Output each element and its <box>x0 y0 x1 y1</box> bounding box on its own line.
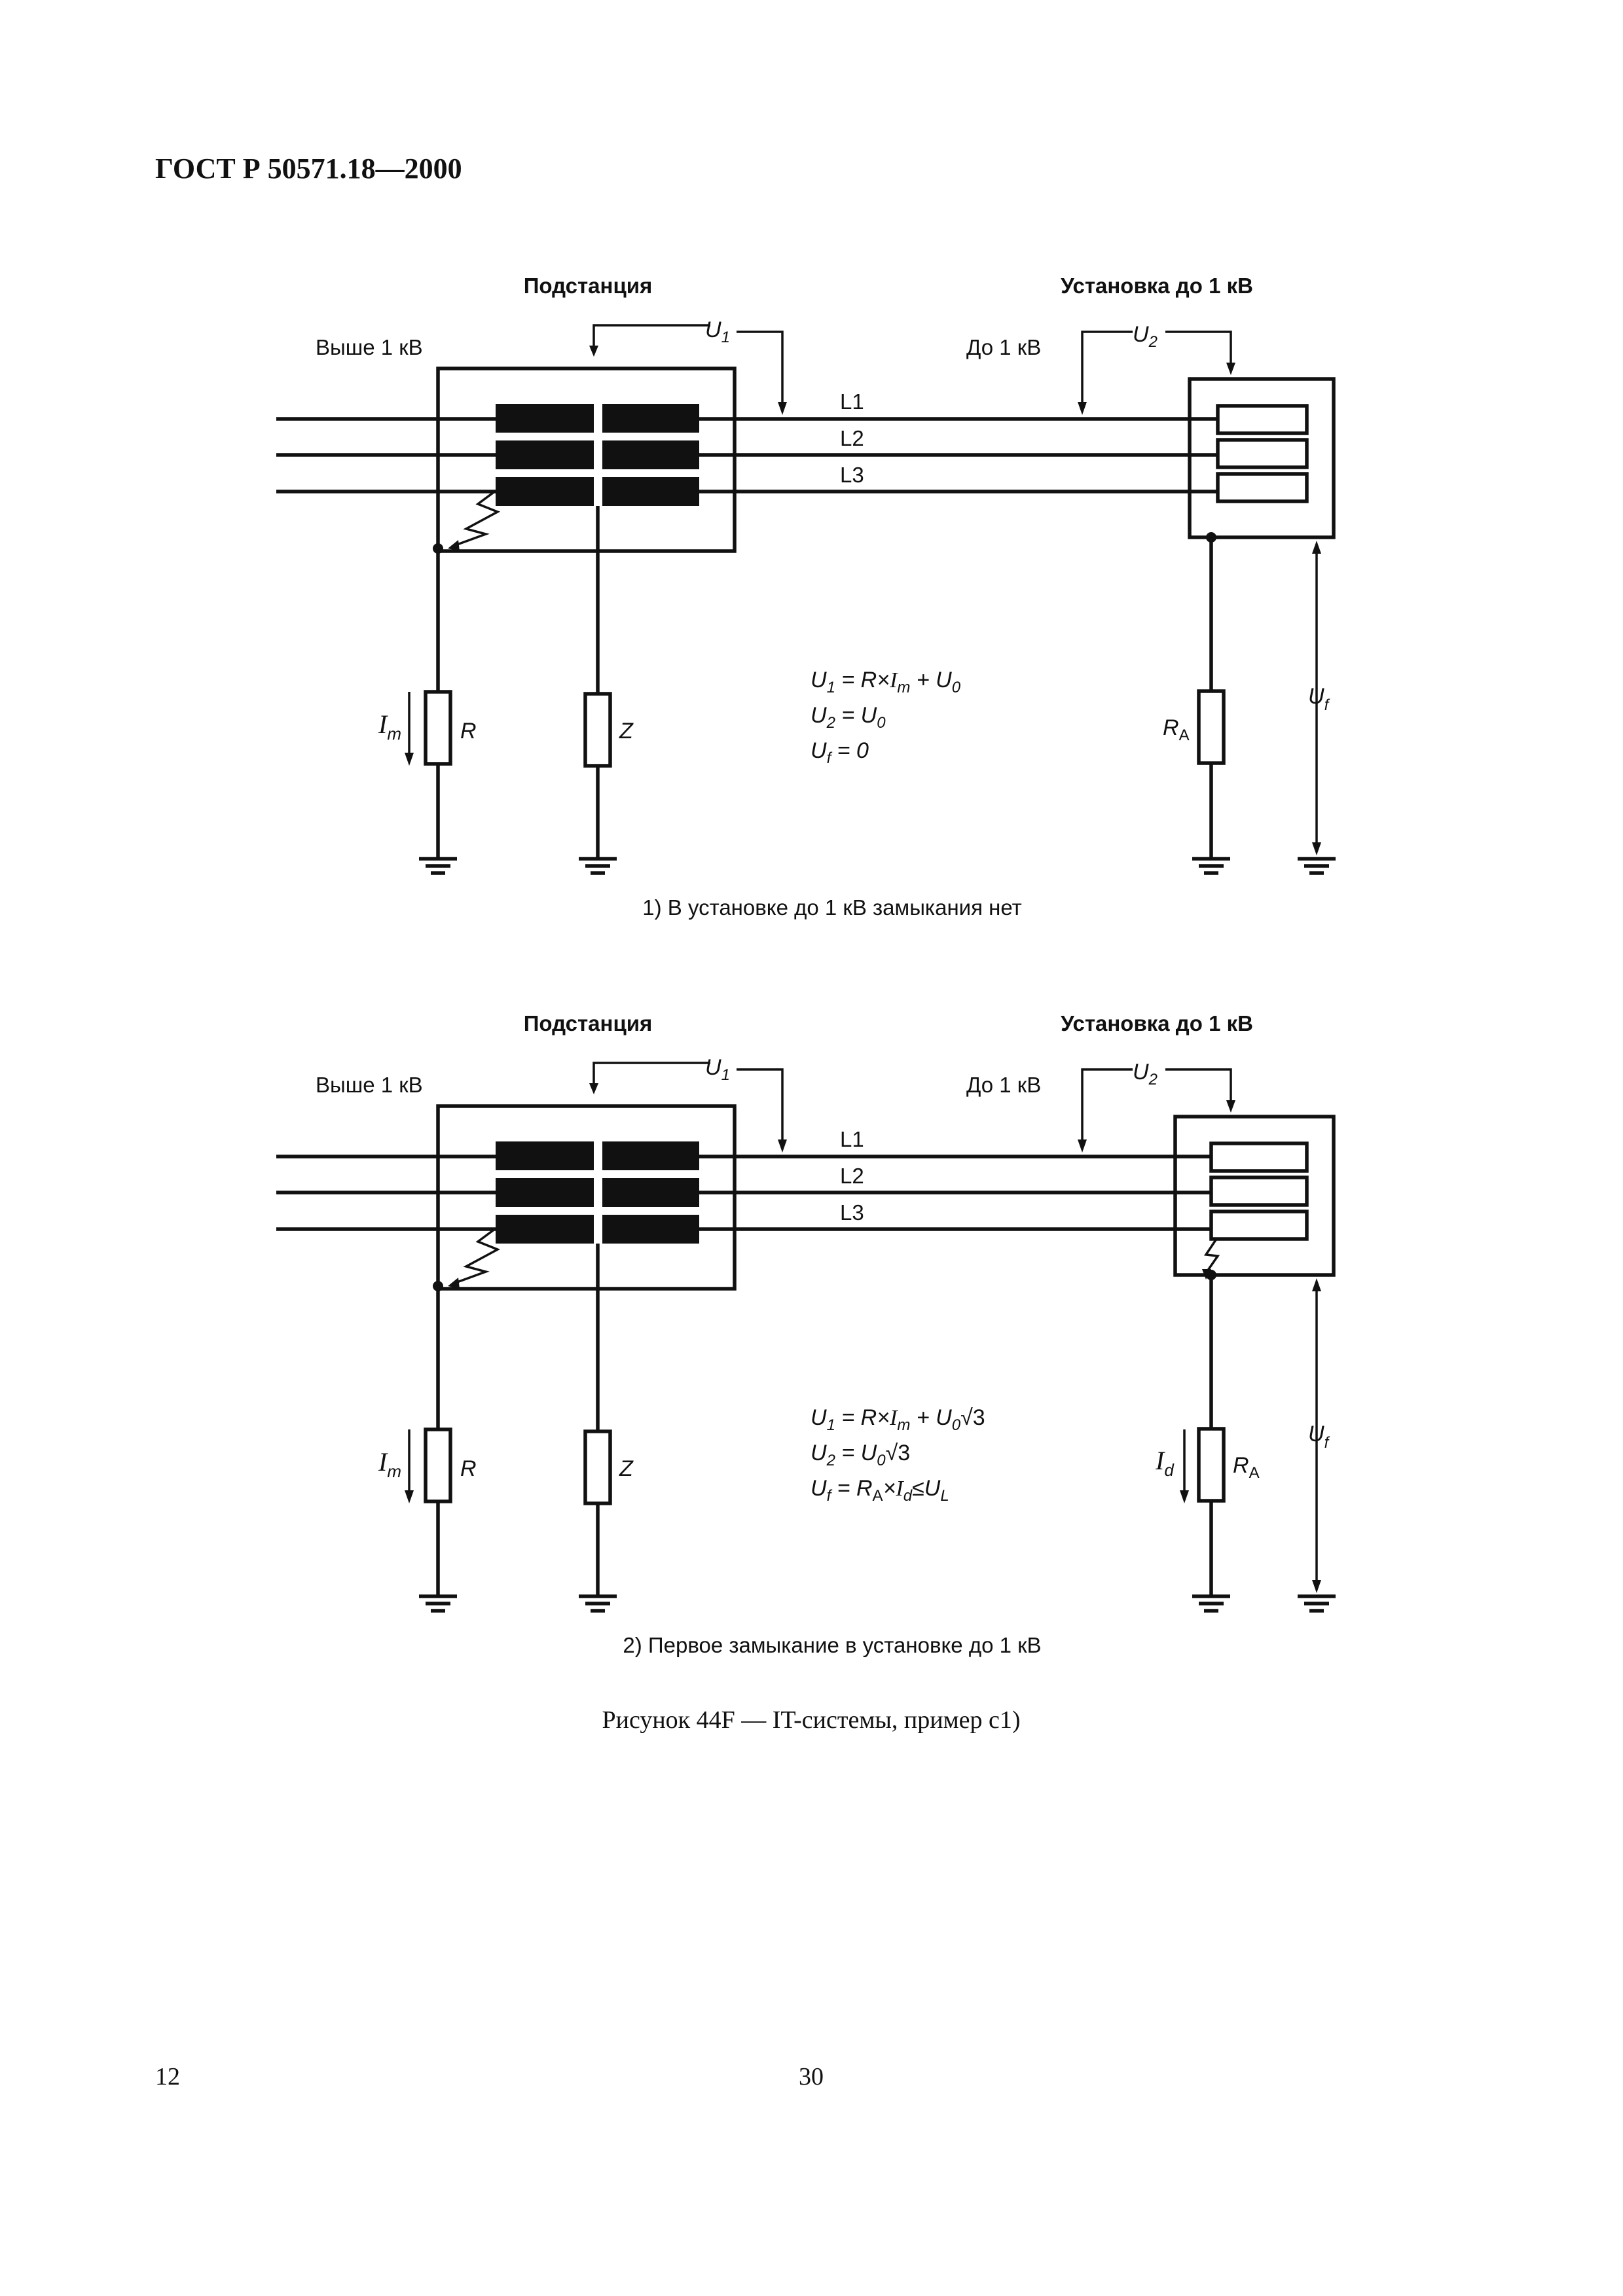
ground-symbol <box>579 1594 617 1613</box>
up-to-1kv-label: До 1 кВ <box>966 335 1041 359</box>
installation-title: Установка до 1 кВ <box>1061 274 1253 298</box>
u1-label: U1 <box>705 317 730 346</box>
im-label: Im <box>378 709 401 744</box>
diagram-2: Подстанция Установка до 1 кВ Выше 1 кВ Д… <box>276 1011 1336 1657</box>
uf-label: Uf <box>1308 684 1330 714</box>
document-header: ГОСТ Р 50571.18—2000 <box>155 152 462 185</box>
z-label: Z <box>619 719 634 744</box>
formula-line: Uf = 0 <box>811 738 869 767</box>
diagram-caption: 2) Первое замыкание в установке до 1 кВ <box>623 1633 1041 1657</box>
u1-measurement <box>589 1062 787 1153</box>
im-label: Im <box>378 1447 401 1481</box>
above-1kv-label: Выше 1 кВ <box>316 1073 423 1097</box>
three-phase-lines <box>276 1155 1211 1231</box>
uf-label: Uf <box>1308 1422 1330 1452</box>
diagram-1: Подстанция Установка до 1 кВ Выше 1 кВ Д… <box>276 274 1336 920</box>
u2-label: U2 <box>1133 1060 1158 1088</box>
load-winding <box>1209 1210 1309 1241</box>
u2-measurement <box>1078 1068 1235 1153</box>
ground-symbol <box>1298 1594 1336 1613</box>
substation-title: Подстанция <box>524 1011 653 1035</box>
ra-label: RA <box>1163 715 1190 744</box>
neutral-impedance-link <box>433 1227 501 1291</box>
u1-measurement <box>589 324 787 415</box>
formula-line: U2 = U0√3 <box>811 1441 910 1469</box>
above-1kv-label: Выше 1 кВ <box>316 335 423 359</box>
line-label-l3: L3 <box>840 1200 864 1225</box>
three-phase-lines <box>276 417 1218 493</box>
formula-block: U1 = R×Im + U0 U2 = U0 Uf = 0 <box>811 668 961 767</box>
u2-label: U2 <box>1133 322 1158 351</box>
ground-symbol <box>1192 1594 1230 1613</box>
transformer-windings <box>496 1141 699 1244</box>
page-number-left: 12 <box>155 2063 180 2090</box>
id-label: Id <box>1155 1446 1175 1480</box>
u2-measurement <box>1078 331 1235 415</box>
line-label-l3: L3 <box>840 463 864 487</box>
formula-block: U1 = R×Im + U0√3 U2 = U0√3 Uf = RA×Id≤UL <box>811 1405 985 1505</box>
figure-caption: Рисунок 44F — IT-системы, пример с1) <box>602 1706 1020 1734</box>
line-label-l2: L2 <box>840 426 864 450</box>
formula-line: U1 = R×Im + U0 <box>811 668 961 696</box>
impedance-z <box>583 1429 612 1505</box>
load-winding <box>1216 472 1309 503</box>
u1-label: U1 <box>705 1055 730 1084</box>
load-winding <box>1216 438 1309 469</box>
resistor-ra <box>1197 689 1226 765</box>
fault-symbol <box>1202 1238 1220 1280</box>
installation-box <box>1188 377 1336 539</box>
load-winding <box>1209 1175 1309 1207</box>
neutral-impedance-link <box>433 490 501 554</box>
z-label: Z <box>619 1456 634 1481</box>
formula-line: U2 = U0 <box>811 703 886 732</box>
line-label-l2: L2 <box>840 1164 864 1188</box>
page-number-center: 30 <box>799 2063 824 2090</box>
ground-symbol <box>1298 857 1336 875</box>
resistor-r <box>424 690 452 766</box>
installation-box <box>1173 1115 1336 1277</box>
ground-symbol <box>1192 857 1230 875</box>
line-label-l1: L1 <box>840 1127 864 1151</box>
ra-label: RA <box>1233 1453 1260 1482</box>
substation-box <box>436 1104 737 1291</box>
substation-title: Подстанция <box>524 274 653 298</box>
ground-symbol <box>579 857 617 875</box>
impedance-z <box>583 692 612 768</box>
resistor-r <box>424 1427 452 1503</box>
installation-title: Установка до 1 кВ <box>1061 1011 1253 1035</box>
ground-symbol <box>419 1594 457 1613</box>
r-label: R <box>460 719 477 744</box>
up-to-1kv-label: До 1 кВ <box>966 1073 1041 1097</box>
load-winding <box>1209 1141 1309 1173</box>
r-label: R <box>460 1456 477 1481</box>
diagram-caption: 1) В установке до 1 кВ замыкания нет <box>642 895 1021 920</box>
resistor-ra <box>1197 1427 1226 1503</box>
line-label-l1: L1 <box>840 389 864 414</box>
formula-line: U1 = R×Im + U0√3 <box>811 1405 985 1434</box>
substation-box <box>436 367 737 553</box>
load-winding <box>1216 404 1309 435</box>
ground-symbol <box>419 857 457 875</box>
transformer-windings <box>496 404 699 506</box>
formula-line: Uf = RA×Id≤UL <box>811 1476 949 1505</box>
